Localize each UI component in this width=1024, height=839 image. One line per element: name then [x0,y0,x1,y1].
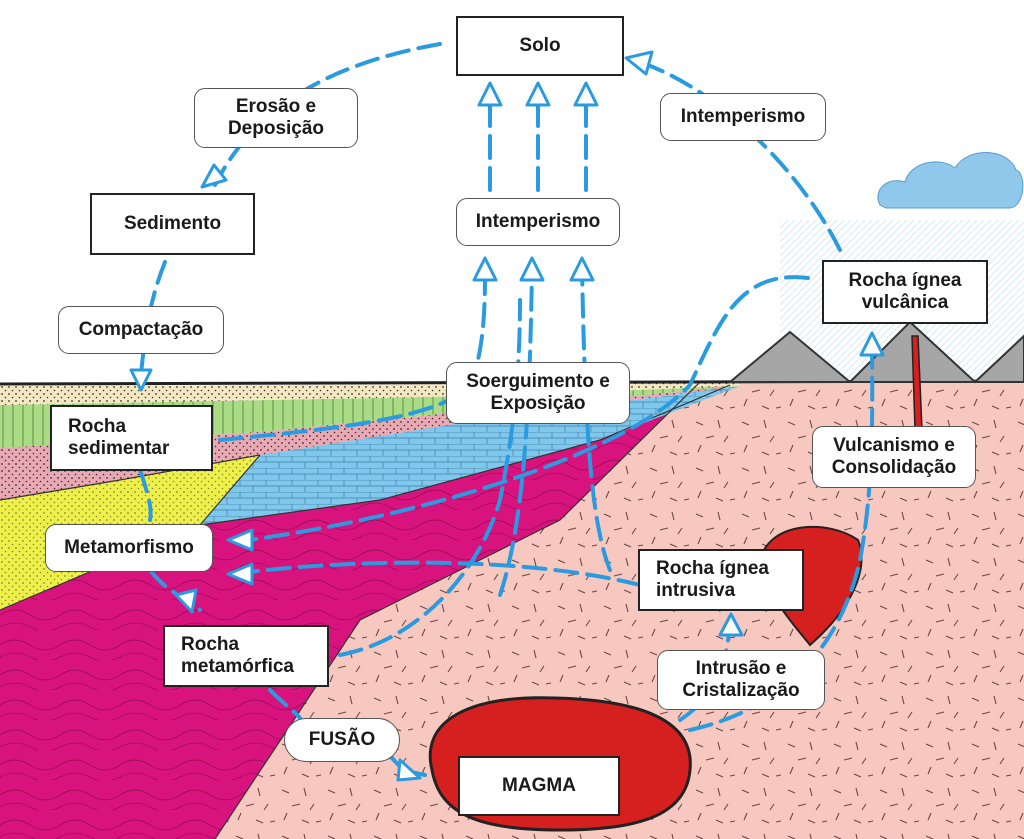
label-intrusao-cristalizacao: Intrusão e Cristalização [657,650,825,710]
arrow-uplift-3 [580,266,612,572]
label-solo: Solo [456,16,624,76]
arrow-sedimentar-to-metamorfismo [138,468,153,522]
arrow-metamorfismo-to-metamorfica [148,568,202,612]
label-soerguimento-exposicao: Soerguimento e Exposição [446,362,630,424]
arrow-intrusive-to-metamorphism [246,560,642,587]
arrow-volcanic-to-metamorphism [246,275,810,542]
arrowhead [573,81,599,107]
arrowhead [624,50,654,76]
label-rocha-sedimentar: Rocha sedimentar [50,405,213,471]
arrow-metamorfica-to-fusao [268,688,302,720]
arrowhead [129,368,153,392]
label-vulcanismo-consolidacao: Vulcanismo e Consolidação [812,426,976,488]
label-rocha-ignea-intrusiva: Rocha ígnea intrusiva [638,549,804,611]
arrowhead [226,562,254,586]
arrow-sedimento-to-rocha-sedimentar [138,260,167,387]
arrow-solo-to-sedimento [213,42,442,187]
label-magma: MAGMA [458,756,620,816]
arrowhead [200,163,228,189]
arrowhead [174,588,198,614]
label-metamorfismo: Metamorfismo [45,524,213,572]
arrowhead [525,81,551,107]
arrowhead [226,528,254,552]
arrowhead [519,256,545,282]
label-sedimento: Sedimento [90,193,255,255]
arrowhead [472,256,498,282]
cloud [877,152,1024,209]
label-fusao: FUSÃO [284,718,400,762]
arrowhead [477,81,503,107]
label-intemperismo-direita: Intemperismo [660,93,826,141]
label-intemperismo-centro: Intemperismo [456,198,620,246]
mountains [727,320,1024,384]
label-rocha-ignea-vulcanica: Rocha ígnea vulcânica [822,260,988,324]
arrowhead [396,758,422,782]
arrow-uplift-2 [498,266,534,597]
arrowhead [569,256,595,282]
arrowhead [859,331,885,357]
label-erosao-deposicao: Erosão e Deposição [194,88,358,148]
arrowhead [718,612,744,637]
label-rocha-metamorfica: Rocha metamórfica [163,625,329,687]
label-compactacao: Compactação [58,306,224,354]
